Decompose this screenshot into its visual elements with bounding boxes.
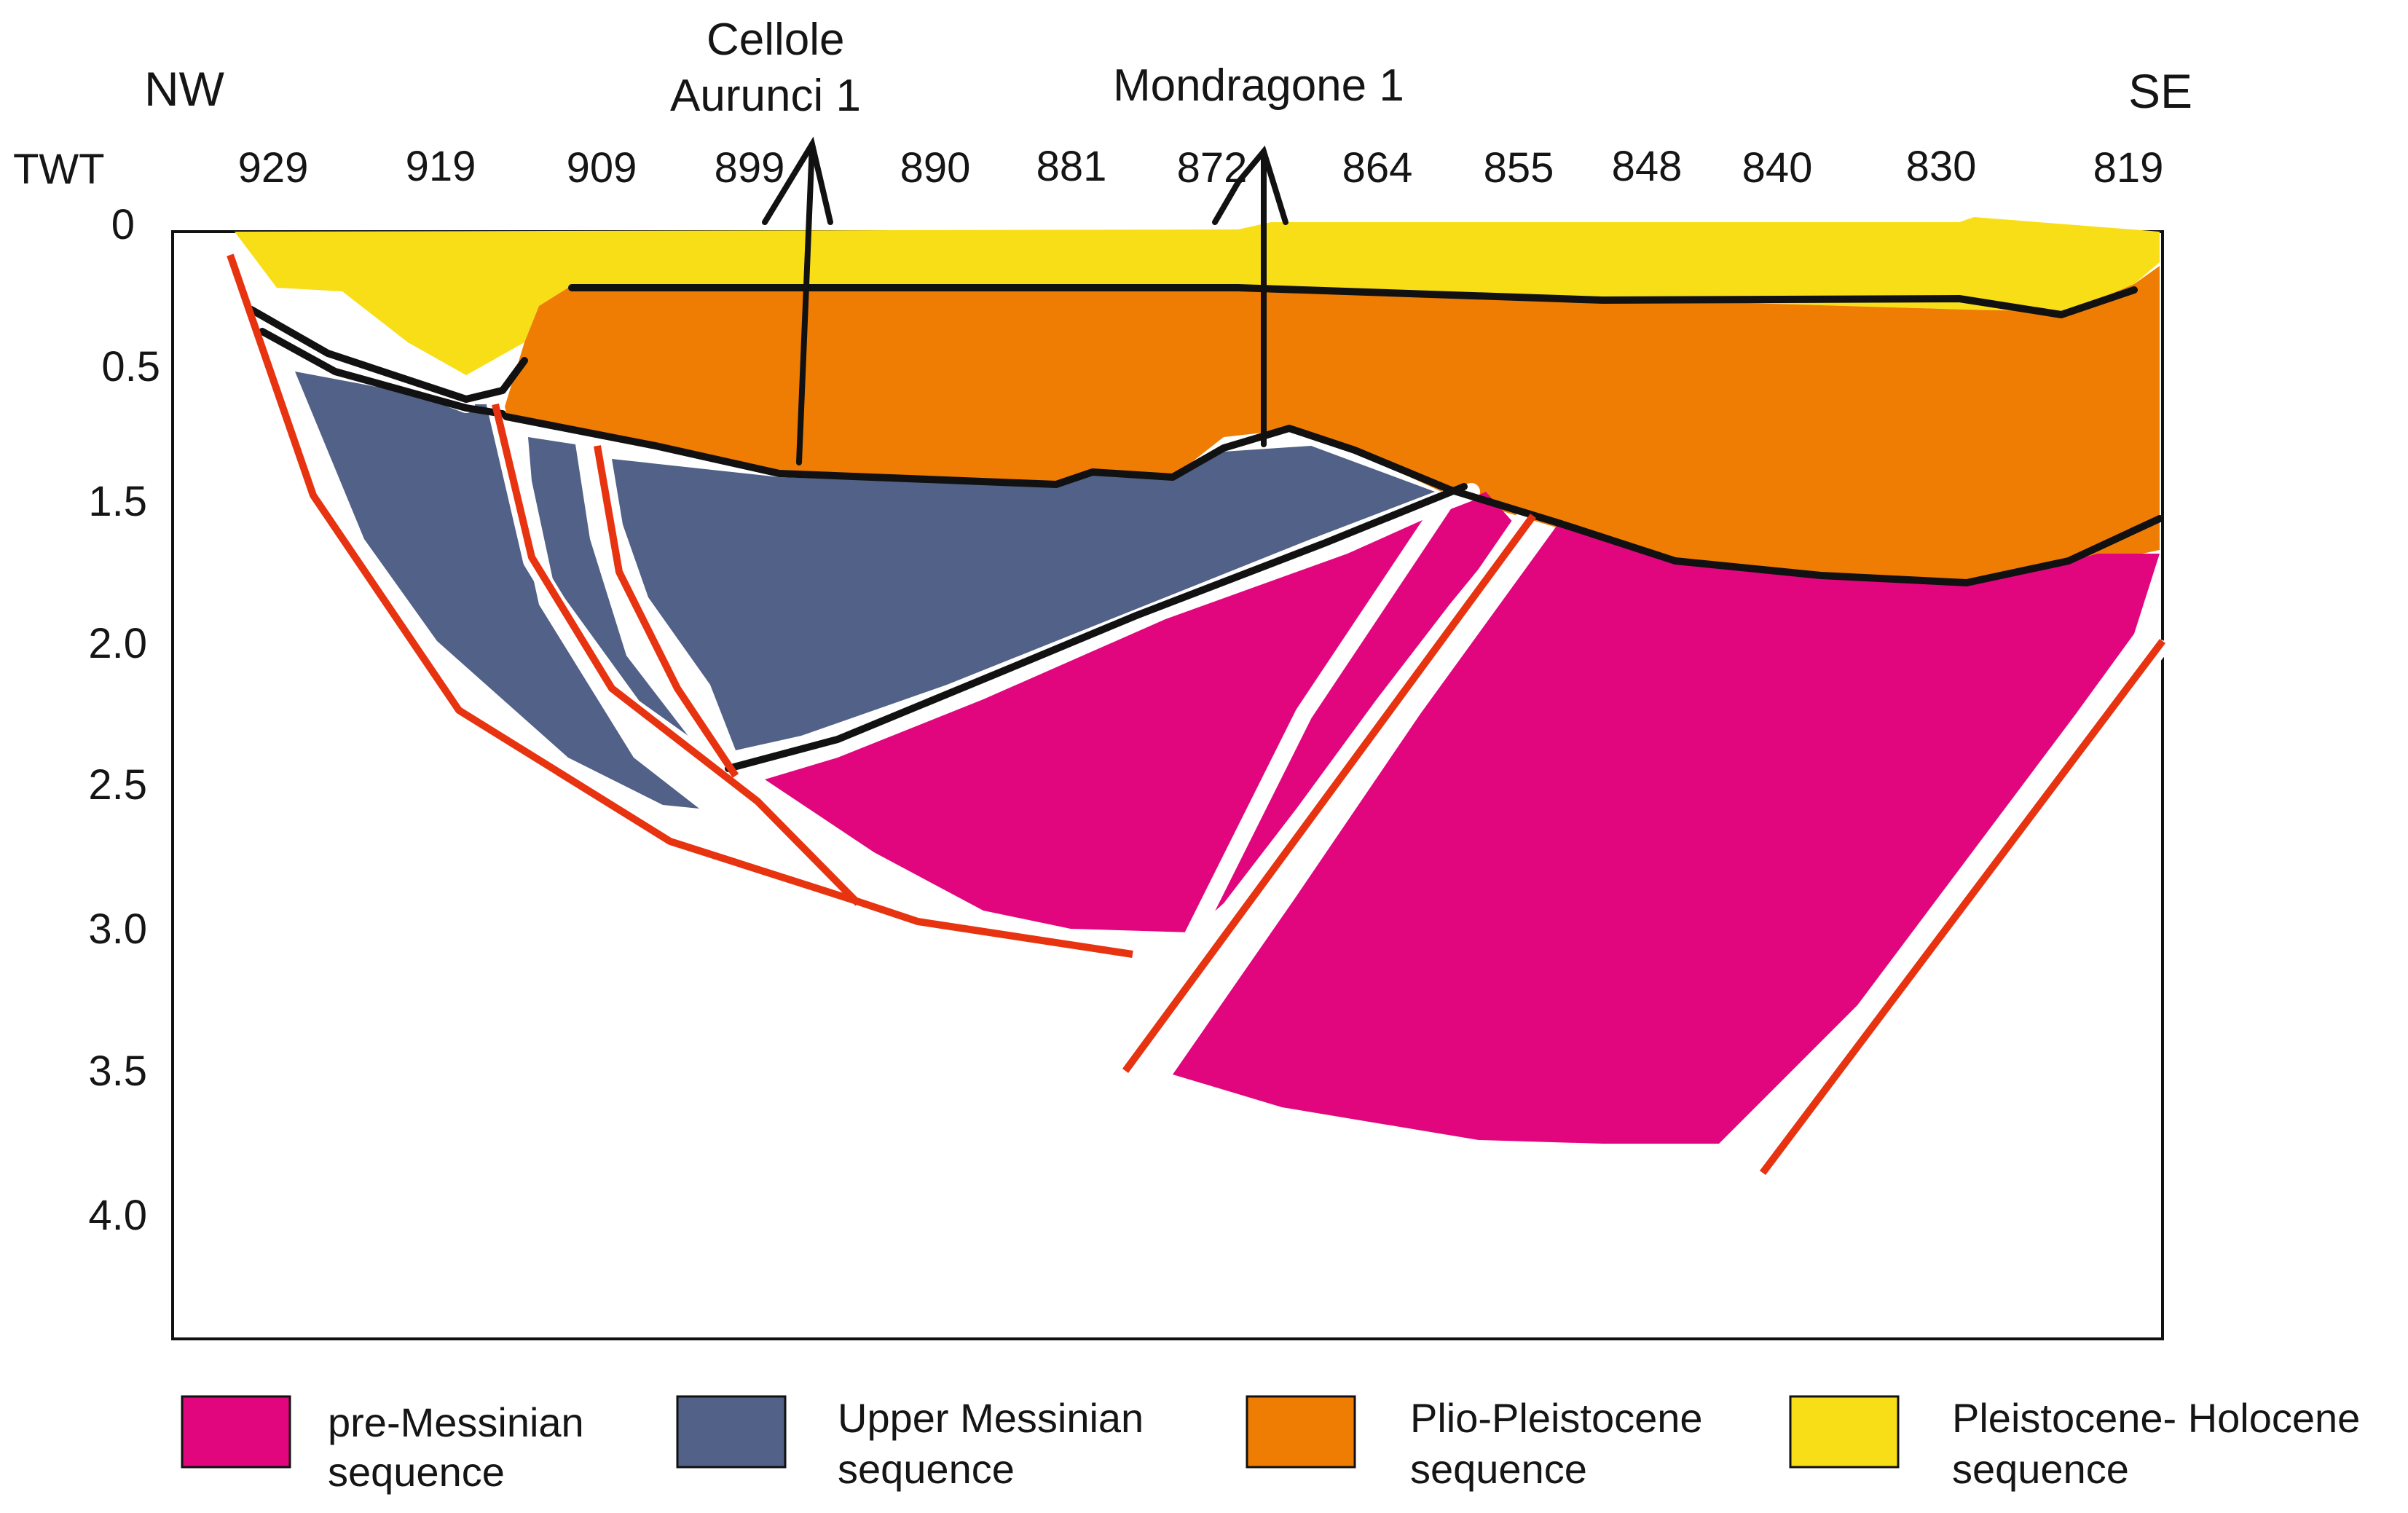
- legend-swatch: [676, 1395, 787, 1469]
- legend-swatch: [1789, 1395, 1900, 1469]
- fault-antithetic-1: [492, 403, 861, 906]
- twt-tick-labels: 0 0.5 1.5 2.0 2.5 3.0 3.5 4.0: [88, 201, 160, 1239]
- cdp-label: 848: [1612, 143, 1683, 190]
- legend-label-line2: sequence: [838, 1446, 1015, 1492]
- twt-axis-title: TWT: [13, 146, 105, 193]
- horizon-top-plio: [568, 284, 2138, 318]
- upper-messinian-wedge-middle: [528, 437, 699, 750]
- twt-tick-label: 1.5: [88, 478, 147, 525]
- legend: pre-Messinian sequence Upper Messinian s…: [181, 1395, 2360, 1495]
- direction-label-se: SE: [2128, 64, 2192, 118]
- legend-item-pleistocene-holocene: Pleistocene- Holocene sequence: [1789, 1395, 2360, 1492]
- well-cellole-aurunci-1: [762, 136, 833, 465]
- pre-messinian-block-east: [1173, 523, 2160, 1144]
- twt-tick-label: 4.0: [88, 1192, 147, 1239]
- cdp-label: 840: [1742, 144, 1813, 192]
- well-mondragone-1: [1212, 145, 1288, 447]
- twt-tick-label: 3.5: [88, 1048, 147, 1095]
- cdp-label: 819: [2093, 144, 2164, 192]
- well-label-mondragone: Mondragone 1: [1113, 60, 1404, 111]
- upper-messinian-wedge-main: [612, 446, 1435, 750]
- fault-east: [1760, 638, 2165, 1176]
- legend-label-line1: Pleistocene- Holocene: [1952, 1395, 2360, 1441]
- cdp-label: 830: [1906, 143, 1977, 190]
- legend-item-plio-pleistocene: Plio-Pleistocene sequence: [1246, 1395, 1703, 1492]
- cdp-label: 929: [238, 144, 309, 192]
- twt-tick-label: 2.0: [88, 620, 147, 667]
- legend-label-line2: sequence: [1952, 1446, 2129, 1492]
- twt-tick-label: 3.0: [88, 905, 147, 953]
- pleistocene-holocene-unit: [235, 217, 2160, 375]
- fault-listric-west: [227, 254, 1133, 958]
- twt-tick-label: 0: [111, 201, 135, 248]
- fault-lines: [227, 254, 2165, 1176]
- twt-tick-label: 2.5: [88, 761, 147, 809]
- fault-antithetic-2: [594, 445, 739, 778]
- cdp-label: 864: [1342, 144, 1413, 192]
- cdp-label: 890: [900, 144, 971, 192]
- cdp-labels: 929 919 909 899 890 881 872 864 855 848 …: [238, 143, 2164, 192]
- horizon-west-upper: [248, 306, 528, 403]
- legend-swatch: [1246, 1395, 1356, 1469]
- legend-label-line1: Plio-Pleistocene: [1410, 1395, 1703, 1441]
- well-label-cellole-line1: Cellole: [707, 15, 845, 65]
- upper-messinian-wedge-west: [295, 372, 699, 809]
- fault-central: [1122, 514, 1537, 1073]
- horizon-base-messinian: [725, 483, 1468, 772]
- cdp-label: 919: [406, 143, 476, 190]
- cdp-label: 855: [1484, 144, 1554, 192]
- legend-label-line1: Upper Messinian: [838, 1395, 1144, 1441]
- legend-label-line1: pre-Messinian: [328, 1399, 584, 1445]
- legend-item-pre-messinian: pre-Messinian sequence: [181, 1395, 584, 1495]
- legend-label-line2: sequence: [1410, 1446, 1587, 1492]
- cdp-label: 881: [1036, 143, 1107, 190]
- pre-messinian-block-west: [765, 492, 1515, 932]
- horizon-lines: [248, 284, 2163, 772]
- horizon-base-plio: [503, 413, 2163, 586]
- legend-item-upper-messinian: Upper Messinian sequence: [676, 1395, 1144, 1492]
- cdp-label: 899: [715, 144, 785, 192]
- horizon-west-lower: [259, 328, 506, 417]
- cdp-label: 909: [567, 144, 637, 192]
- twt-tick-label: 0.5: [101, 343, 160, 390]
- legend-label-line2: sequence: [328, 1449, 505, 1495]
- well-label-cellole-line2: Aurunci 1: [670, 71, 861, 121]
- legend-swatch: [181, 1395, 291, 1469]
- plio-pleistocene-unit: [503, 266, 2160, 583]
- direction-label-nw: NW: [144, 62, 225, 116]
